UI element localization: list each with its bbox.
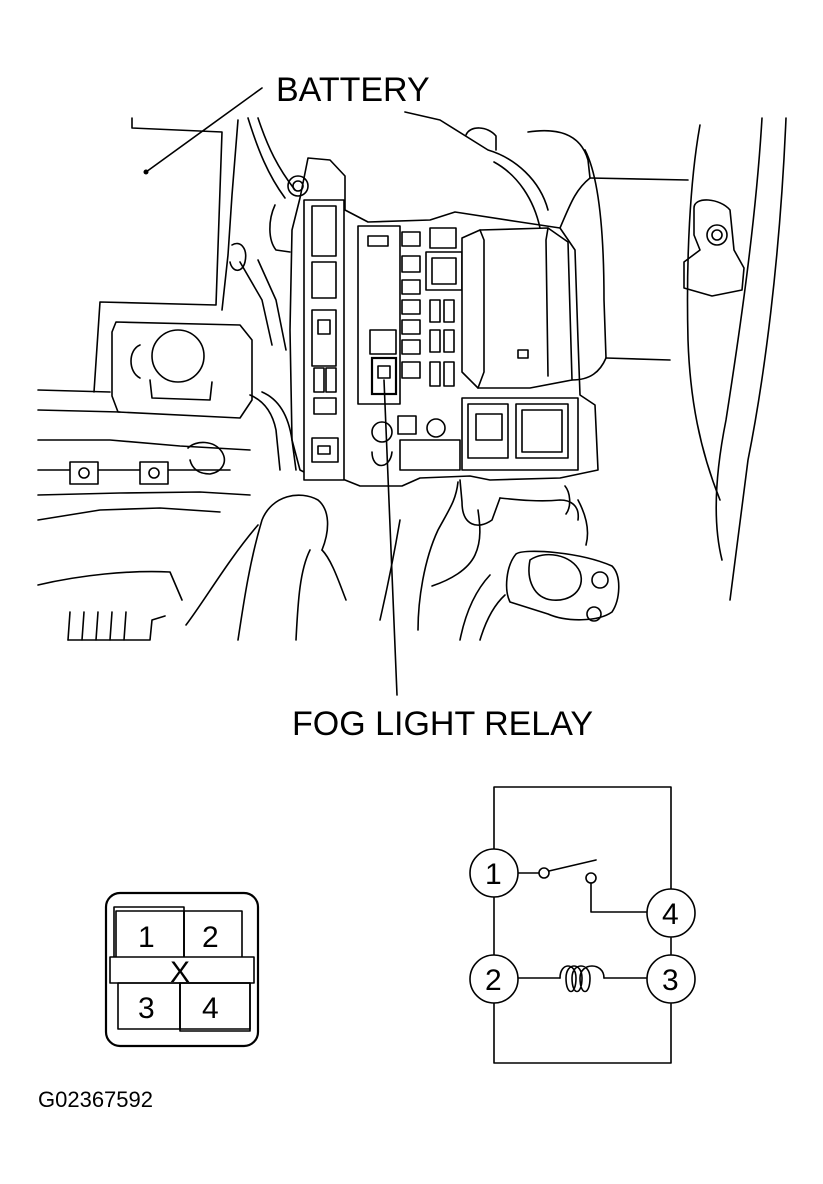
battery-label: BATTERY	[276, 71, 430, 109]
right-bracket	[404, 111, 787, 622]
fog-light-relay-leader-line	[383, 379, 398, 696]
connector-pin-1: 1	[138, 921, 155, 954]
relay-schematic: 1 2 3 4	[469, 786, 696, 1064]
wire-harness	[229, 117, 309, 471]
connector-pin-3: 3	[138, 992, 155, 1025]
battery-outline	[93, 117, 253, 419]
connector-pin-4: 4	[202, 992, 219, 1025]
lower-harness	[237, 481, 506, 641]
connector-center-mark: X	[170, 956, 190, 989]
schematic-terminal-2	[469, 954, 519, 1004]
engine-bay-illustration	[37, 87, 787, 696]
connector-pin-2: 2	[202, 921, 219, 954]
schematic-terminal-4	[646, 888, 696, 938]
schematic-terminal-2-label: 2	[485, 964, 502, 997]
relay-switch	[517, 859, 647, 913]
schematic-terminal-4-label: 4	[662, 898, 679, 931]
schematic-terminal-1	[469, 848, 519, 898]
figure-id: G02367592	[38, 1087, 153, 1112]
battery-leader-line	[145, 87, 263, 173]
junction-box	[289, 157, 599, 526]
frame-rails	[37, 389, 259, 641]
schematic-terminal-3	[646, 954, 696, 1004]
fog-light-relay-label: FOG LIGHT RELAY	[292, 705, 593, 743]
schematic-terminal-1-label: 1	[485, 858, 502, 891]
relay-connector-pinout: 1 2 X 3 4	[104, 891, 260, 1048]
relay-coil	[517, 965, 647, 993]
schematic-terminal-3-label: 3	[662, 964, 679, 997]
